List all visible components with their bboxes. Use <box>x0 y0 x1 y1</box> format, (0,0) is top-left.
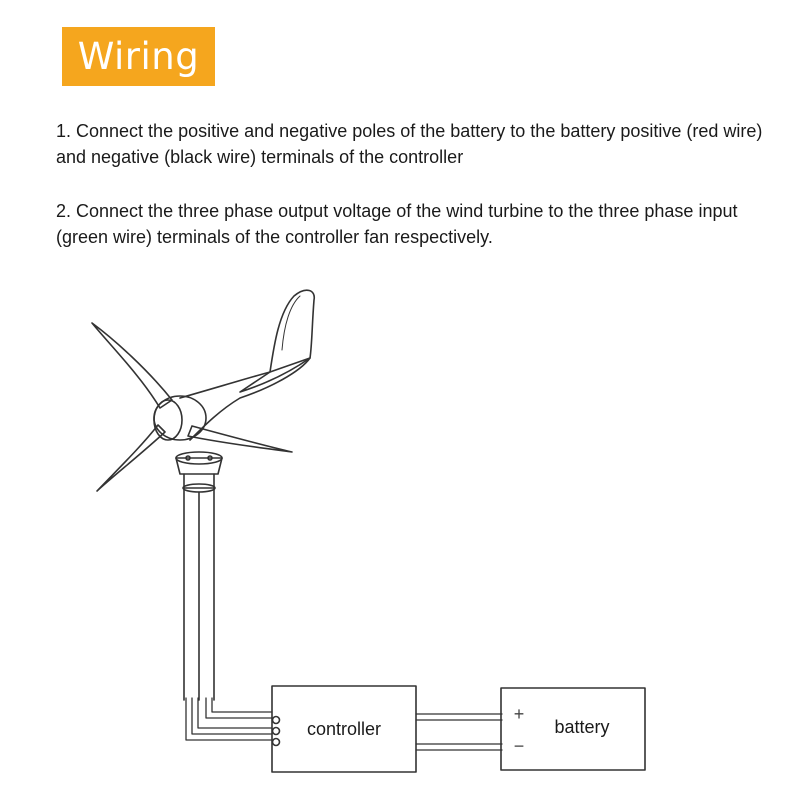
battery-wires <box>415 713 503 751</box>
turbine-tail-fin <box>239 289 316 393</box>
instruction-step-2: 2. Connect the three phase output voltag… <box>56 201 738 247</box>
turbine-yaw-base <box>175 457 223 475</box>
battery-negative-sign: − <box>514 736 525 756</box>
turbine-blade-upper <box>91 322 173 409</box>
controller-terminal-2 <box>271 726 281 736</box>
controller-box <box>271 685 417 773</box>
battery-positive-sign: + <box>514 704 525 724</box>
turbine-mast <box>183 487 215 701</box>
battery-label: battery <box>554 717 609 737</box>
wind-turbine-icon <box>91 289 316 701</box>
controller-terminal-1 <box>271 715 281 725</box>
turbine-blade-lower <box>96 424 166 492</box>
battery-box <box>500 687 646 771</box>
title-badge: Wiring <box>62 27 215 86</box>
controller-terminal-3 <box>271 737 281 747</box>
three-phase-wires <box>185 697 273 741</box>
turbine-blade-right <box>187 425 293 453</box>
controller-label: controller <box>307 719 381 739</box>
instruction-step-1: 1. Connect the positive and negative pol… <box>56 121 763 167</box>
page-title: Wiring <box>77 35 200 78</box>
turbine-nacelle <box>179 357 311 441</box>
